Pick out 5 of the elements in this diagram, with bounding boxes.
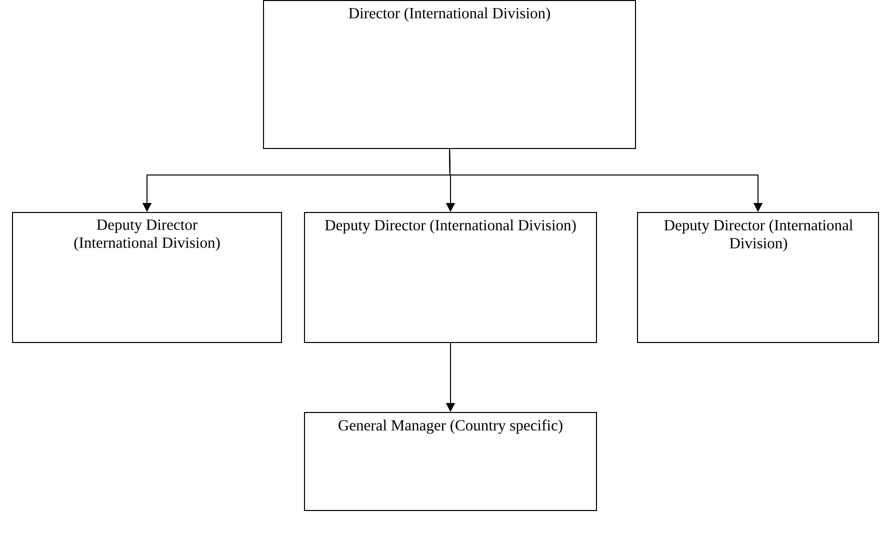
org-box: Deputy Director (International Division) xyxy=(637,212,879,343)
org-box: Deputy Director (International Division) xyxy=(304,212,597,343)
org-box: General Manager (Country specific) xyxy=(304,412,597,511)
org-box: Director (International Division) xyxy=(263,0,636,149)
org-box: Deputy Director (International Division) xyxy=(12,212,282,343)
